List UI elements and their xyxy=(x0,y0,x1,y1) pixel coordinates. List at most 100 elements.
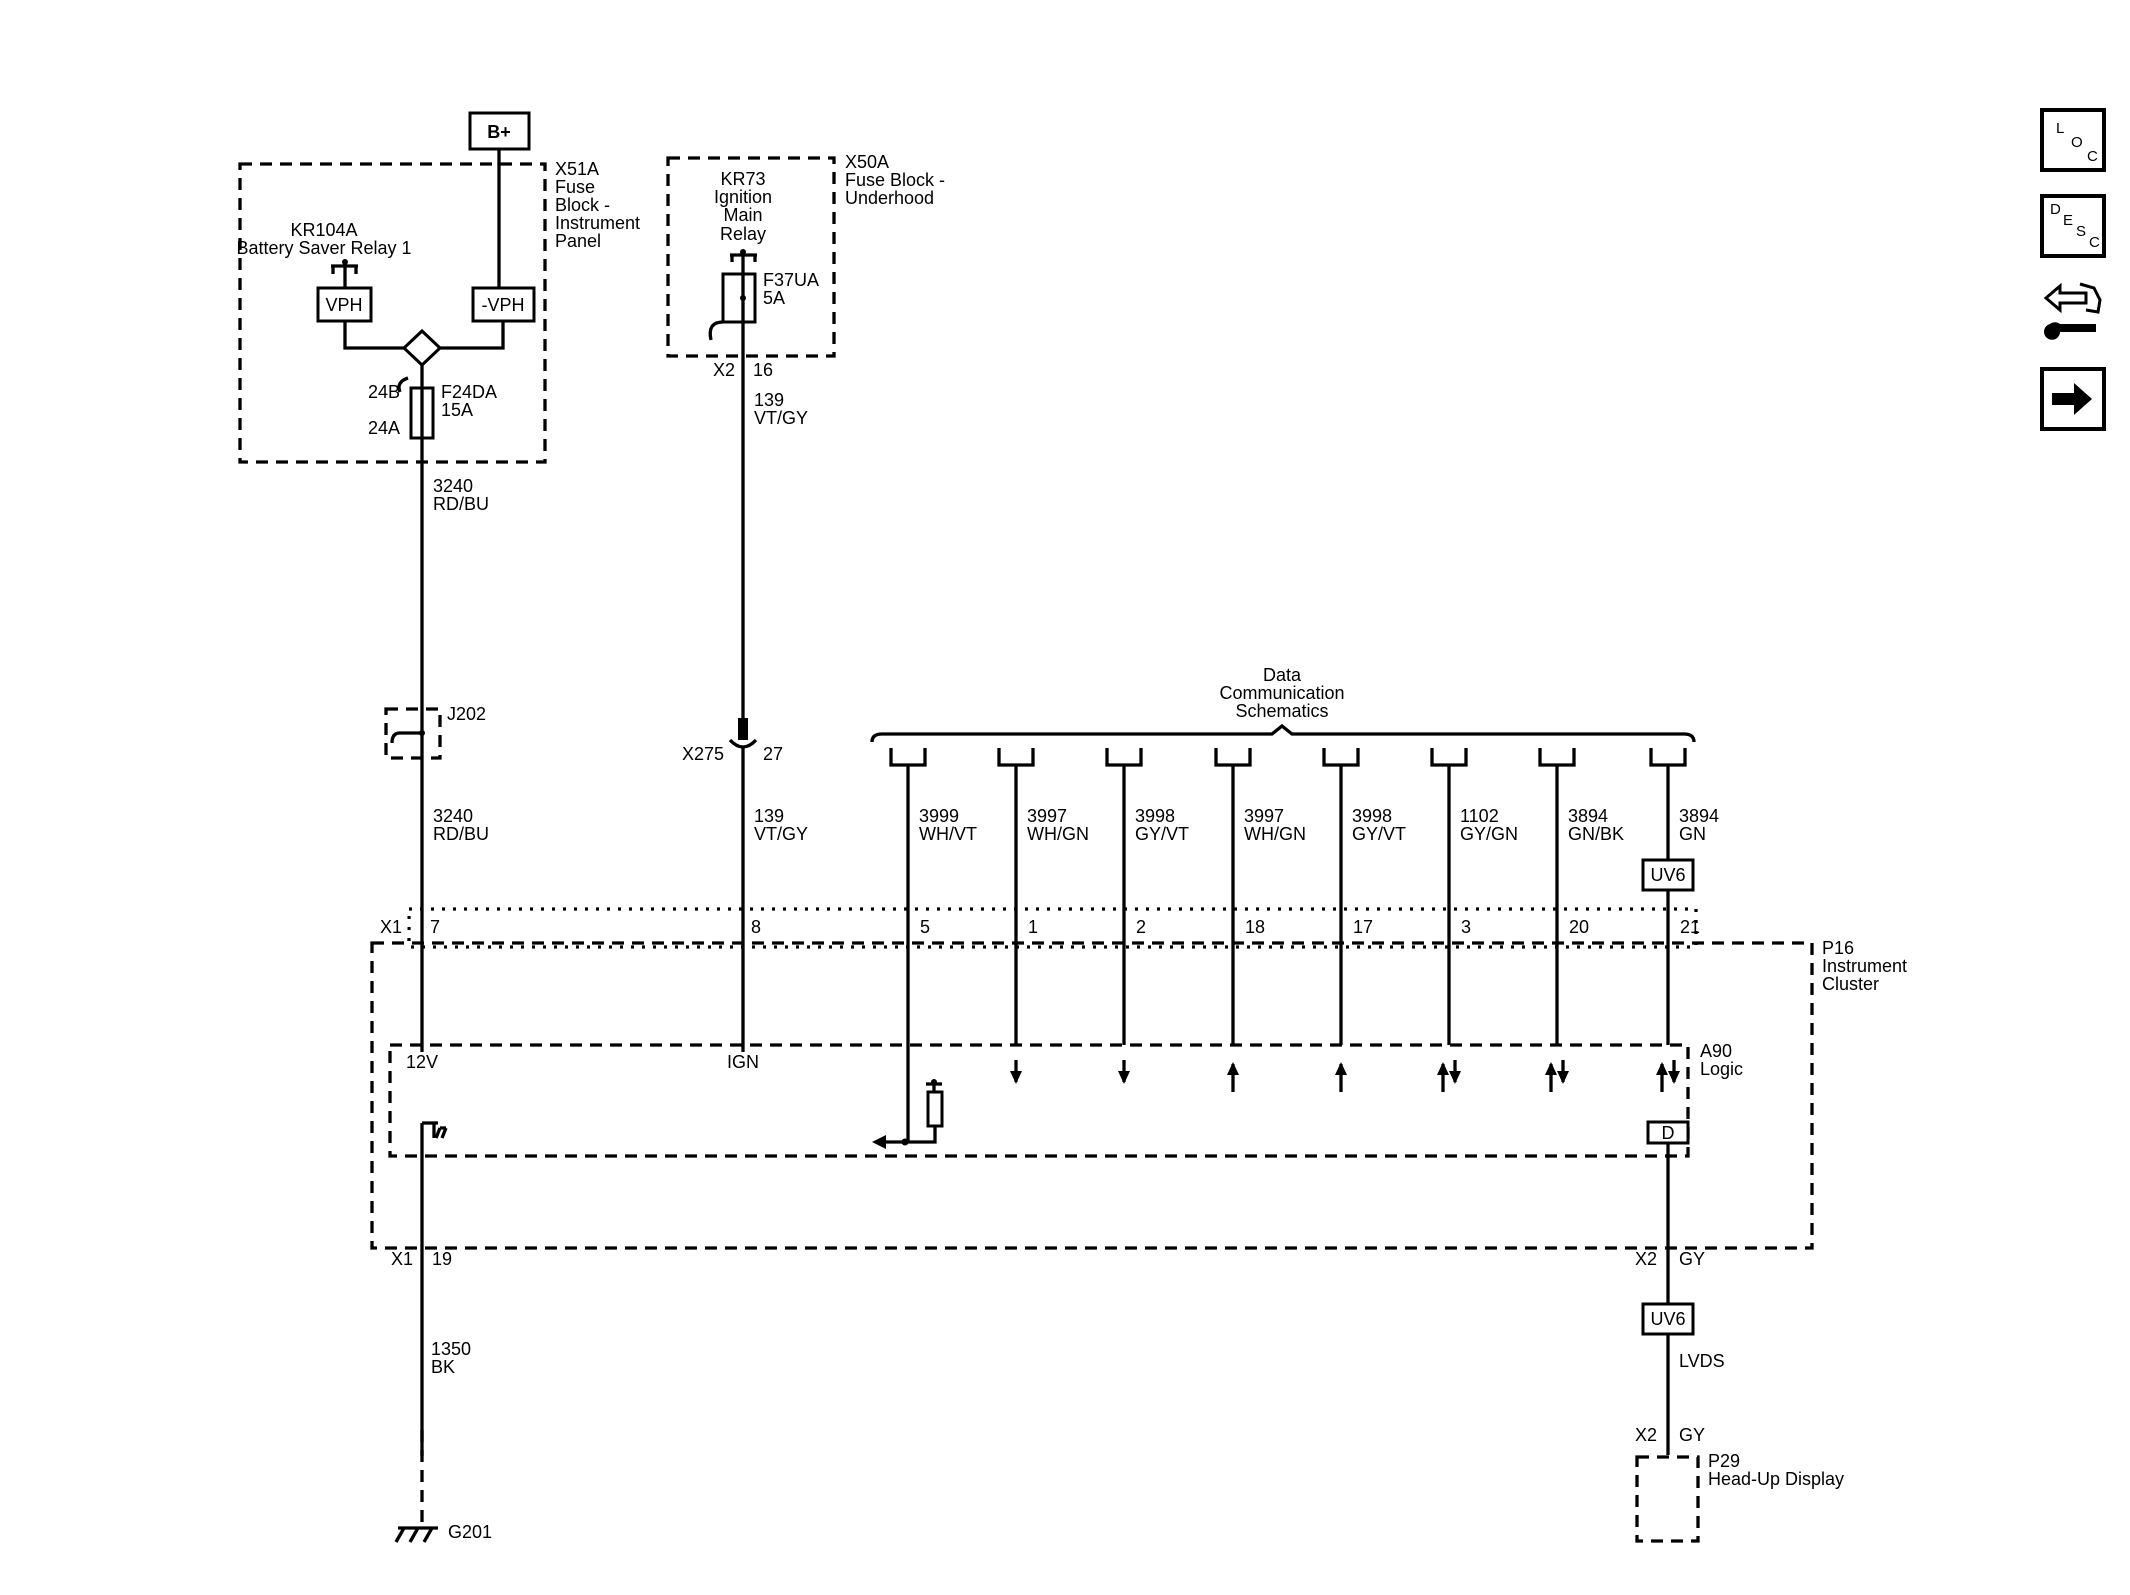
logic-outline xyxy=(388,1043,1690,1158)
desc-c: C xyxy=(2089,234,2100,251)
data-wire-socket-5 xyxy=(889,748,927,767)
fuse-f37ua-icon xyxy=(721,272,757,324)
cluster-x1-connector-outline xyxy=(407,907,1698,949)
connector-wrench-button[interactable] xyxy=(2040,278,2106,342)
relay-kr73-l1: Ignition xyxy=(714,187,772,207)
arrow-2-head xyxy=(1118,1071,1130,1084)
logic-12v-label: 12V xyxy=(406,1052,438,1072)
wire-3240-b-color: RD/BU xyxy=(433,824,489,844)
data-wire-num-18: 3997 xyxy=(1244,806,1284,826)
fuse-f37ua-ref: F37UA xyxy=(763,270,819,290)
relay-kr73-l3: Relay xyxy=(720,224,766,244)
data-wire-socket-3 xyxy=(1430,748,1468,767)
hud-outline xyxy=(1635,1455,1700,1543)
fuse-f24da-pin-bottom: 24A xyxy=(368,418,400,438)
data-wire-socket-20 xyxy=(1538,748,1576,767)
wire-1350-num: 1350 xyxy=(431,1339,471,1359)
relay-nvph-wire xyxy=(440,321,505,350)
data-wire-pin-1: 1 xyxy=(1028,917,1038,937)
logic-ref: A90 xyxy=(1700,1041,1732,1061)
data-wire-color-21: GN xyxy=(1679,824,1706,844)
loc-o: O xyxy=(2071,134,2083,151)
relay-kr104a-name: Battery Saver Relay 1 xyxy=(236,238,411,258)
desc-d: D xyxy=(2050,201,2061,218)
data-wire-socket-2 xyxy=(1105,748,1143,767)
data-wire-pin-20: 20 xyxy=(1569,917,1589,937)
relay-nvph-box xyxy=(471,286,536,323)
arrow-18-head xyxy=(1227,1062,1239,1075)
logic-name: Logic xyxy=(1700,1059,1743,1079)
data-wire-pin-3: 3 xyxy=(1461,917,1471,937)
arrow-up-21-head xyxy=(1656,1062,1668,1075)
lvds-label: LVDS xyxy=(1679,1351,1725,1371)
relay-nvph-label: -VPH xyxy=(481,295,524,315)
ground-ref: G201 xyxy=(448,1522,492,1542)
relay-kr104a-ref: KR104A xyxy=(290,220,357,240)
wire-3240-a-color: RD/BU xyxy=(433,494,489,514)
data-wire-pin-17: 17 xyxy=(1353,917,1373,937)
data-comm-bracket xyxy=(870,723,1696,743)
relay-vph-label: VPH xyxy=(325,295,362,315)
chassis-ground-icon xyxy=(432,1123,448,1139)
fuse-block-uh-l2: Underhood xyxy=(845,188,934,208)
uv6-label: UV6 xyxy=(1650,865,1685,885)
loc-button[interactable]: L O C xyxy=(2040,108,2106,172)
uv6-box xyxy=(1641,858,1695,892)
data-wire-num-21: 3894 xyxy=(1679,806,1719,826)
desc-s: S xyxy=(2076,223,2087,240)
arrow-up-3-head xyxy=(1437,1062,1449,1075)
ground-g201-icon xyxy=(394,1526,438,1543)
logic-d-label: D xyxy=(1662,1123,1675,1143)
relay-kr73-coil-icon xyxy=(730,249,757,274)
cluster-outline xyxy=(370,941,1814,1250)
arrow-down-21-head xyxy=(1668,1071,1680,1084)
data-wire-color-2: GY/VT xyxy=(1135,824,1189,844)
data-wire-num-20: 3894 xyxy=(1568,806,1608,826)
data-wire-pin-18: 18 xyxy=(1245,917,1265,937)
fuse-block-ip-l3: Instrument xyxy=(555,213,640,233)
hud-ref: P29 xyxy=(1708,1451,1740,1471)
x275-pin: 27 xyxy=(763,744,783,764)
bplus-label: B+ xyxy=(487,122,511,142)
wire-139-b-num: 139 xyxy=(754,806,784,826)
fuse-block-uh-l1: Fuse Block - xyxy=(845,170,945,190)
relay-kr73-l2: Main xyxy=(723,205,762,225)
data-wire-socket-17 xyxy=(1322,748,1360,767)
x2b-conn-ref: X2 xyxy=(1635,1425,1657,1445)
wire-139-b-color: VT/GY xyxy=(754,824,808,844)
wire-3240-a-num: 3240 xyxy=(433,476,473,496)
fuse-block-ip-l4: Panel xyxy=(555,231,601,251)
data-wire-color-1: WH/GN xyxy=(1027,824,1089,844)
fuse-f24da-pin-top: 24B xyxy=(368,382,400,402)
x2b-conn-color: GY xyxy=(1679,1425,1705,1445)
cluster-x1-ref: X1 xyxy=(380,917,402,937)
fuse-block-ip-ref: X51A xyxy=(555,159,599,179)
cluster-l2: Cluster xyxy=(1822,974,1879,994)
desc-button[interactable]: D E S C xyxy=(2040,194,2106,258)
data-wire-color-17: GY/VT xyxy=(1352,824,1406,844)
data-wire-socket-18 xyxy=(1214,748,1252,767)
data-wire-color-20: GN/BK xyxy=(1568,824,1624,844)
loc-l: L xyxy=(2056,120,2065,137)
splice-j202-icon xyxy=(390,731,401,744)
cluster-pin-ign: 8 xyxy=(751,917,761,937)
arrow-down-20-head xyxy=(1557,1071,1569,1084)
relay-kr73-ref: KR73 xyxy=(720,169,765,189)
fuse-block-ip-l1: Fuse xyxy=(555,177,595,197)
wire-139-a-color: VT/GY xyxy=(754,408,808,428)
arrow-right-icon xyxy=(2052,383,2092,415)
fuse-block-ip-l2: Block - xyxy=(555,195,610,215)
next-button[interactable] xyxy=(2040,367,2106,431)
x50a-conn-ref: X2 xyxy=(713,360,735,380)
x2-conn-color: GY xyxy=(1679,1249,1705,1269)
data-wire-color-18: WH/GN xyxy=(1244,824,1306,844)
pullup-resistor-icon xyxy=(872,1079,944,1149)
data-wire-color-5: WH/VT xyxy=(919,824,977,844)
fuse-block-uh-outline xyxy=(666,156,836,358)
arrow-down-3-head xyxy=(1449,1071,1461,1084)
wire-139-a-num: 139 xyxy=(754,390,784,410)
data-wire-color-3: GY/GN xyxy=(1460,824,1518,844)
data-comm-l2: Communication xyxy=(1219,683,1344,703)
fuse-f37ua-contact-icon xyxy=(708,320,724,341)
